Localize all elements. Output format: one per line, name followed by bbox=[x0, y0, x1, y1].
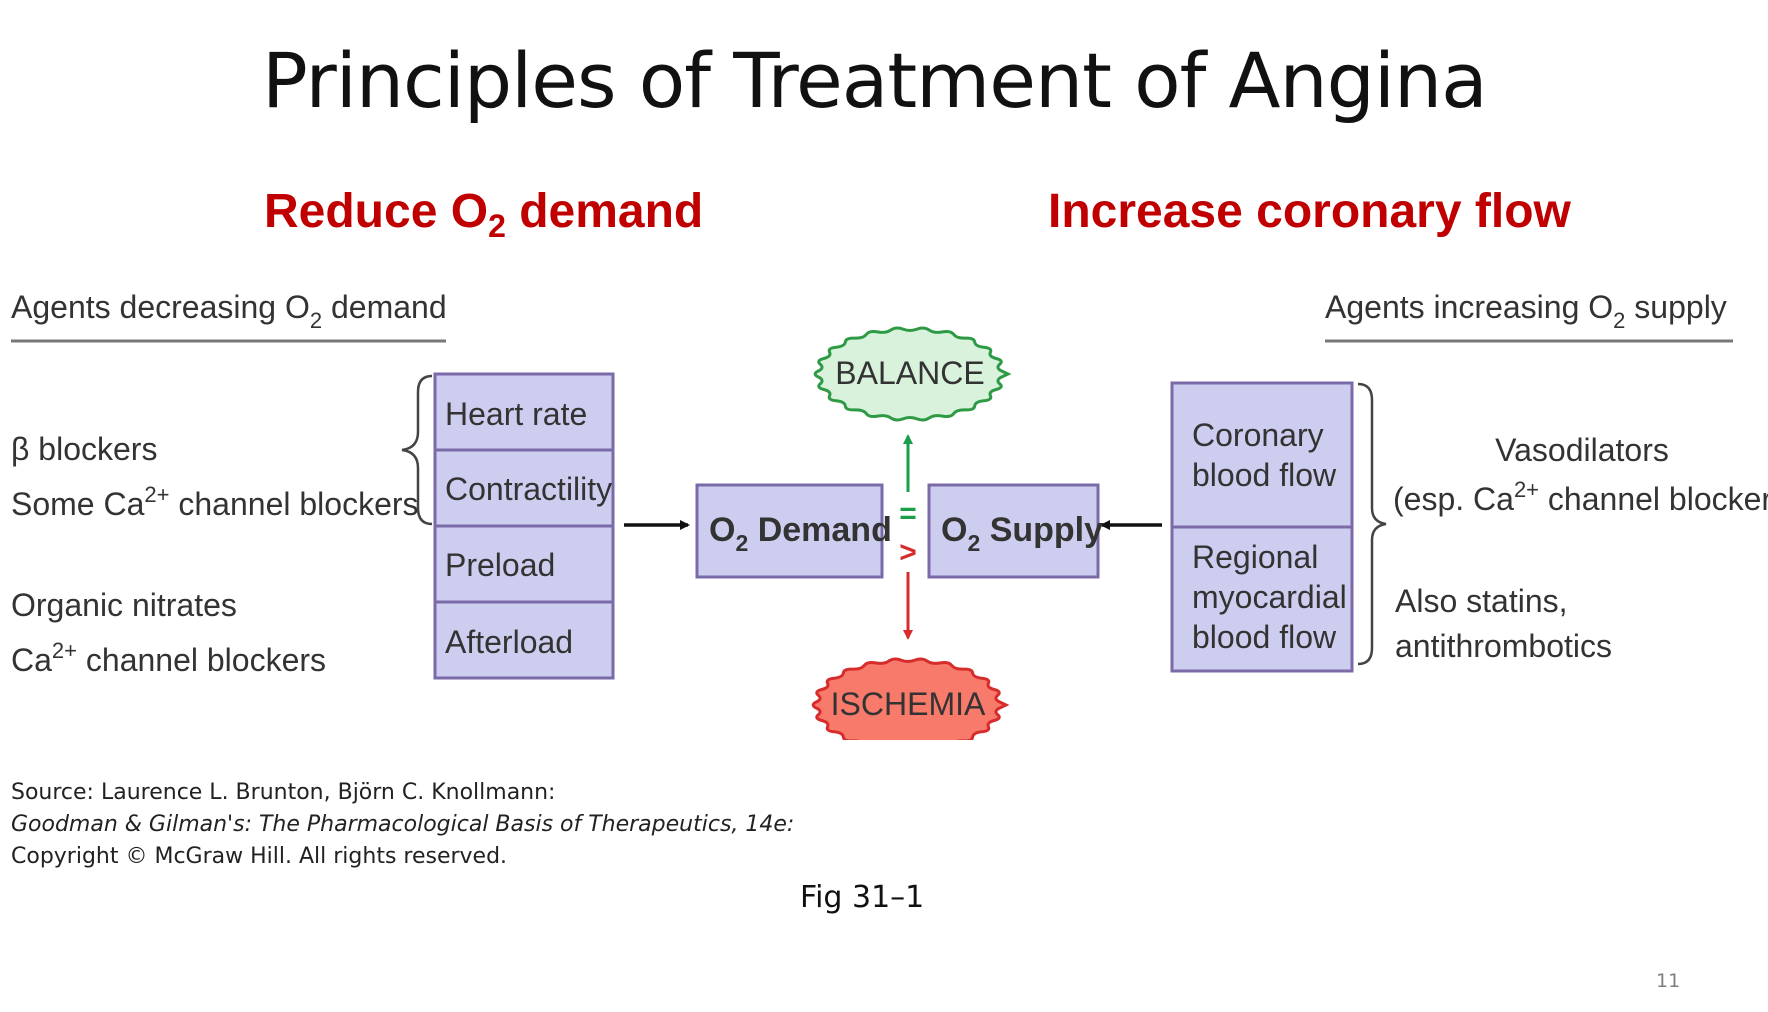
slide-title: Principles of Treatment of Angina bbox=[262, 36, 1488, 125]
figure-caption: Fig 31–1 bbox=[800, 880, 925, 915]
heart-rate-label: Heart rate bbox=[445, 396, 587, 432]
contractility-label: Contractility bbox=[445, 471, 612, 507]
left-brace bbox=[401, 374, 433, 526]
o2-demand-box bbox=[695, 483, 884, 579]
organic-nitrates-label: Organic nitrates bbox=[11, 587, 237, 623]
source-line-1: Source: Laurence L. Brunton, Björn C. Kn… bbox=[11, 780, 556, 805]
coronary-blood-flow-box bbox=[1170, 381, 1354, 529]
right-brace bbox=[1357, 382, 1387, 666]
also-statins-label: Also statins, bbox=[1395, 583, 1568, 619]
vasodilators-label: Vasodilators bbox=[1495, 432, 1669, 468]
preload-label: Preload bbox=[445, 547, 555, 583]
afterload-label: Afterload bbox=[445, 624, 573, 660]
antithrombotics-label: antithrombotics bbox=[1395, 628, 1612, 664]
left-agents-header: Agents decreasing O2 demand bbox=[11, 289, 447, 333]
demand-factors: Heart rate Contractility Preload Afterlo… bbox=[433, 372, 615, 680]
balance-burst bbox=[813, 326, 1012, 422]
preload-box bbox=[433, 524, 615, 604]
right-agents-header: Agents increasing O2 supply bbox=[1325, 289, 1727, 333]
heart-rate-box bbox=[433, 372, 615, 452]
heading-reduce-demand-subscript: 2 bbox=[488, 208, 506, 244]
ischemia-label: ISCHEMIA bbox=[831, 686, 986, 722]
angina-figure: Agents decreasing O2 demand Agents incre… bbox=[11, 289, 1768, 740]
heading-increase-flow: Increase coronary flow bbox=[1048, 185, 1571, 238]
ischemia-burst bbox=[811, 657, 1010, 740]
regional-myocardial-blood-flow-box bbox=[1170, 525, 1354, 673]
contractility-box bbox=[433, 448, 615, 528]
balance-label: BALANCE bbox=[835, 355, 984, 391]
o2-supply-label: O2 Supply bbox=[941, 511, 1103, 556]
heading-reduce-demand-text: Reduce O bbox=[264, 185, 489, 238]
page-number: 11 bbox=[1656, 970, 1681, 992]
esp-ca-channel-blockers-label: (esp. Ca2+ channel blockers) bbox=[1393, 477, 1768, 517]
o2-supply-box bbox=[927, 483, 1100, 579]
heading-reduce-demand: Reduce O2 demand bbox=[264, 184, 704, 242]
equals-sign: = bbox=[899, 497, 917, 530]
source-line-3: Copyright © McGraw Hill. All rights rese… bbox=[11, 844, 508, 869]
greater-than-sign: > bbox=[899, 536, 917, 569]
some-ca-channel-blockers-label: Some Ca2+ channel blockers bbox=[11, 482, 419, 522]
ca-channel-blockers-label: Ca2+ channel blockers bbox=[11, 638, 326, 678]
heading-reduce-demand-tail: demand bbox=[505, 185, 704, 238]
afterload-box bbox=[433, 600, 615, 680]
source-line-2: Goodman & Gilman's: The Pharmacological … bbox=[11, 812, 795, 837]
o2-demand-label: O2 Demand bbox=[709, 511, 892, 556]
beta-blockers-label: β blockers bbox=[11, 431, 157, 467]
